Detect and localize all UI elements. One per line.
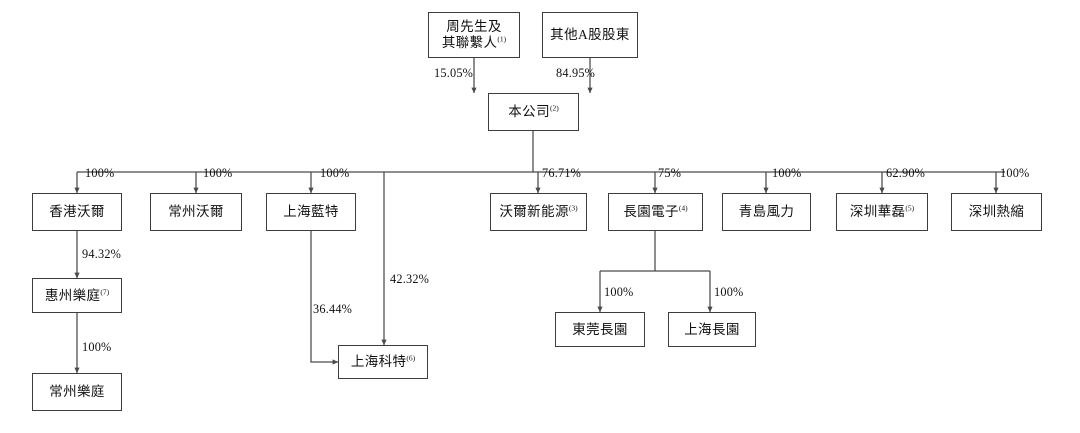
edge-label-zhou-percent: 15.05% (434, 66, 474, 80)
node-dongguan-changyuan[interactable]: 東莞長園 (555, 312, 645, 347)
node-label: 東莞長園 (570, 322, 630, 338)
edge-label-cy-elec-percent: 75% (658, 166, 682, 180)
node-label-text: 本公司 (508, 104, 550, 120)
edge-label-sh-lante-percent: 100% (320, 166, 350, 180)
node-label: 常州樂庭 (47, 384, 107, 400)
edge-label-sz-hualei-percent: 62.90% (886, 166, 926, 180)
edge-label-othera-percent: 84.95% (556, 66, 596, 80)
node-label: 上海科特(6) (349, 354, 417, 370)
edge-label-hk-wall-percent: 100% (85, 166, 115, 180)
edge-label-kete-42-percent: 42.32% (390, 272, 430, 286)
node-shanghai-kete[interactable]: 上海科特(6) (338, 345, 428, 379)
node-qingdao-wind-power[interactable]: 青島風力 (722, 193, 811, 231)
node-label-text: 深圳華磊 (849, 204, 906, 220)
node-label: 青島風力 (737, 204, 797, 220)
node-label: 其他A股股東 (548, 27, 632, 43)
node-changzhou-wall[interactable]: 常州沃爾 (150, 193, 242, 231)
node-label-line2: 其聯繫人 (441, 35, 498, 50)
node-huizhou-leting[interactable]: 惠州樂庭(7) (32, 278, 122, 313)
node-footnote: (2) (549, 103, 559, 113)
node-label-text: 惠州樂庭 (44, 287, 101, 303)
node-label-text: 常州樂庭 (49, 384, 105, 400)
node-label: 上海長園 (682, 322, 742, 338)
node-the-company[interactable]: 本公司(2) (488, 93, 579, 131)
edge-label-sh-cy-percent: 100% (714, 285, 744, 299)
edge-label-hz-leting-percent: 94.32% (82, 247, 122, 261)
node-shenzhen-heatshrink[interactable]: 深圳熱縮 (951, 193, 1042, 231)
node-shenzhen-hualei[interactable]: 深圳華磊(5) (836, 193, 928, 231)
node-shanghai-lante[interactable]: 上海藍特 (266, 193, 356, 231)
edge-label-kete-36-percent: 36.44% (313, 302, 353, 316)
node-changzhou-leting[interactable]: 常州樂庭 (32, 373, 122, 411)
edge-label-qd-wind-percent: 100% (772, 166, 802, 180)
node-label: 常州沃爾 (166, 204, 226, 220)
node-label-text: 上海藍特 (283, 204, 339, 220)
node-label-text: 沃爾新能源 (499, 204, 569, 220)
node-label-line1: 周先生及 (446, 19, 502, 35)
node-shanghai-changyuan[interactable]: 上海長園 (668, 312, 756, 347)
node-label-text: 其他A股股東 (550, 27, 630, 43)
node-footnote: (1) (497, 34, 507, 44)
node-footnote: (4) (678, 203, 688, 213)
node-label-text: 深圳熱縮 (968, 204, 1025, 220)
node-label-text: 香港沃爾 (49, 204, 105, 220)
edge-label-cz-leting-percent: 100% (82, 340, 112, 354)
node-footnote: (7) (100, 287, 110, 297)
node-label: 沃爾新能源(3) (497, 204, 579, 220)
edge-label-sz-reshuo-percent: 100% (1000, 166, 1030, 180)
node-label: 香港沃爾 (47, 204, 107, 220)
edge-label-wall-energy-percent: 76.71% (542, 166, 582, 180)
node-label: 深圳華磊(5) (848, 204, 916, 220)
node-label-text: 長園電子 (623, 204, 679, 220)
node-footnote: (5) (905, 203, 915, 213)
node-label-text: 東莞長園 (572, 321, 628, 337)
node-wall-new-energy[interactable]: 沃爾新能源(3) (490, 193, 587, 231)
node-hongkong-wall[interactable]: 香港沃爾 (32, 193, 122, 231)
edge-label-dg-cy-percent: 100% (604, 285, 634, 299)
node-label: 惠州樂庭(7) (43, 287, 111, 304)
node-footnote: (3) (568, 203, 578, 213)
edge-sh-lante-to-sh-kete (310, 231, 339, 365)
node-zhou-and-associates[interactable]: 周先生及 其聯繫人(1) (428, 12, 520, 58)
node-footnote: (6) (406, 353, 416, 363)
node-label: 深圳熱縮 (967, 204, 1027, 220)
edge-label-cz-wall-percent: 100% (203, 166, 233, 180)
node-other-a-shareholders[interactable]: 其他A股股東 (542, 12, 638, 58)
node-label: 長園電子(4) (621, 204, 689, 220)
node-label-text: 常州沃爾 (168, 204, 224, 220)
node-changyuan-electronics[interactable]: 長園電子(4) (608, 193, 703, 231)
node-label: 周先生及 其聯繫人(1) (440, 19, 508, 51)
node-label-text: 上海科特 (350, 354, 407, 370)
node-label-text: 上海長園 (684, 321, 740, 337)
node-label: 本公司(2) (506, 104, 560, 120)
node-label: 上海藍特 (281, 204, 341, 220)
node-label-text: 青島風力 (738, 204, 795, 220)
